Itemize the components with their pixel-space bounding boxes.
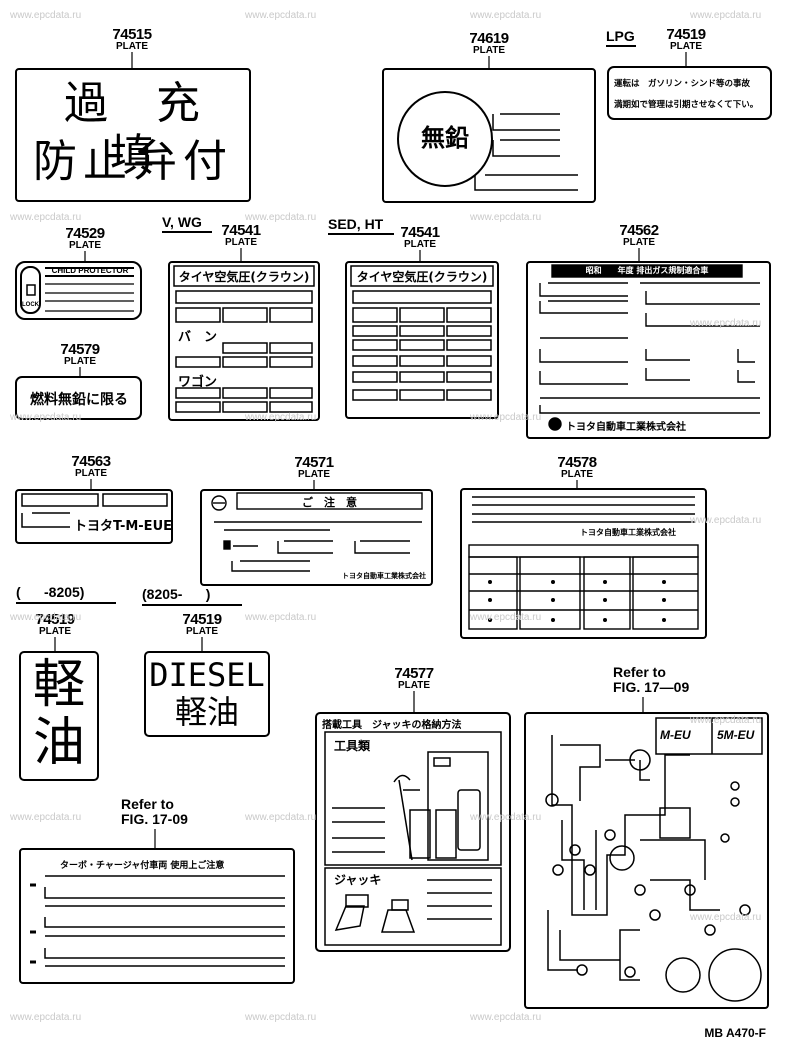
turbo-caution-title: ターボ・チャージャ付車両 使用上ご注意 (60, 861, 225, 871)
plate-74541-vwg (168, 261, 320, 421)
plate-74541-vwg-wagon: ワゴン (178, 375, 218, 390)
plate-74529-lock: LOCK (22, 302, 39, 308)
watermark: www.epcdata.ru (690, 715, 762, 726)
watermark: www.epcdata.ru (690, 318, 762, 329)
plate-74515-text-line2: 防止弁付 (33, 136, 233, 187)
plate-74577-tools-jack (315, 712, 511, 952)
watermark: www.epcdata.ru (245, 1012, 317, 1023)
plate-74519-diesel-kanji (19, 651, 99, 781)
watermark: www.epcdata.ru (10, 10, 82, 21)
plate-74571-caution (200, 489, 433, 586)
watermark: www.epcdata.ru (690, 515, 762, 526)
plate-74529-child-protector (15, 261, 142, 320)
vacuum-code-2: 5M-EU (717, 728, 755, 742)
plate-74515-text-line1: 過 充 填 (64, 78, 248, 181)
diagram-code: MB A470-F (704, 1026, 766, 1040)
watermark: www.epcdata.ru (10, 612, 82, 623)
watermark: www.epcdata.ru (470, 1012, 542, 1023)
vacuum-code-1: M-EU (660, 728, 691, 742)
watermark: www.epcdata.ru (690, 10, 762, 21)
watermark: www.epcdata.ru (470, 412, 542, 423)
plate-74541-vwg-van: バ ン (178, 330, 218, 345)
plate-vacuum-hose (524, 712, 769, 1009)
watermark: www.epcdata.ru (470, 612, 542, 623)
plate-74562-emission (526, 261, 771, 439)
plate-74571-maker: トヨタ自動車工業株式会社 (342, 572, 426, 580)
plate-74519-kanji-line2: 油 (32, 713, 85, 773)
plate-74515-overfill (15, 68, 251, 202)
watermark: www.epcdata.ru (470, 212, 542, 223)
plate-74519-diesel-kanji: 軽油 (174, 693, 239, 731)
plate-74577-jack: ジャッキ (334, 873, 382, 887)
watermark: www.epcdata.ru (10, 1012, 82, 1023)
plate-74519-lpg (607, 66, 772, 120)
watermark: www.epcdata.ru (690, 912, 762, 923)
qualifier-before-8205: ( -8205) (16, 584, 85, 600)
qualifier-sed-ht: SED, HT (328, 216, 384, 232)
plate-74519-lpg-line2: 満期如で管理は引期させなくて下い。 (614, 100, 759, 110)
leader-lines (54, 52, 687, 849)
plate-74577-tools: 工具類 (334, 739, 371, 753)
watermark: www.epcdata.ru (470, 812, 542, 823)
plate-74577-title: 搭載工具 ジャッキの格納方法 (322, 720, 462, 731)
plate-74519-diesel-word: DIESEL (149, 656, 265, 694)
plate-74579-text: 燃料無鉛に限る (30, 392, 128, 408)
watermark: www.epcdata.ru (245, 412, 317, 423)
plate-74563-text: トヨタT-M-EUE (74, 519, 173, 534)
qualifier-after-8205: (8205- ) (142, 586, 211, 602)
plate-turbo-caution (19, 848, 295, 984)
plate-74519-lpg-line1: 運転は ガソリン・シンド等の事故 (614, 79, 751, 89)
plate-74579-unleaded-only (15, 376, 142, 420)
plate-74519-diesel (144, 651, 270, 737)
watermark: www.epcdata.ru (245, 10, 317, 21)
plate-74578-maker: トヨタ自動車工業株式会社 (580, 528, 676, 537)
watermark: www.epcdata.ru (10, 812, 82, 823)
plate-74541-sedht-title: タイヤ空気圧(クラウン) (356, 270, 488, 284)
plate-74562-header: 昭和 年度 排出ガス規制適合車 (585, 266, 709, 275)
watermark: www.epcdata.ru (245, 812, 317, 823)
plate-74529-title: CHILD PROTECTOR (51, 266, 129, 275)
watermark: www.epcdata.ru (470, 10, 542, 21)
qualifier-lpg: LPG (606, 28, 635, 44)
plate-74571-title: ご 注 意 (302, 496, 357, 509)
watermark: www.epcdata.ru (10, 212, 82, 223)
plate-74541-vwg-title: タイヤ空気圧(クラウン) (178, 270, 310, 284)
plate-74578 (460, 488, 707, 639)
watermark: www.epcdata.ru (245, 212, 317, 223)
plate-74519-kanji-line1: 軽 (32, 655, 85, 715)
plate-74562-maker: トヨタ自動車工業株式会社 (566, 422, 686, 433)
qualifier-v-wg: V, WG (162, 214, 202, 230)
plate-74563 (15, 489, 173, 544)
watermark: www.epcdata.ru (245, 612, 317, 623)
plate-74619-unleaded (382, 68, 596, 203)
watermark: www.epcdata.ru (10, 412, 82, 423)
plate-74541-sedht (345, 261, 499, 419)
plate-74619-text: 無鉛 (421, 124, 469, 152)
